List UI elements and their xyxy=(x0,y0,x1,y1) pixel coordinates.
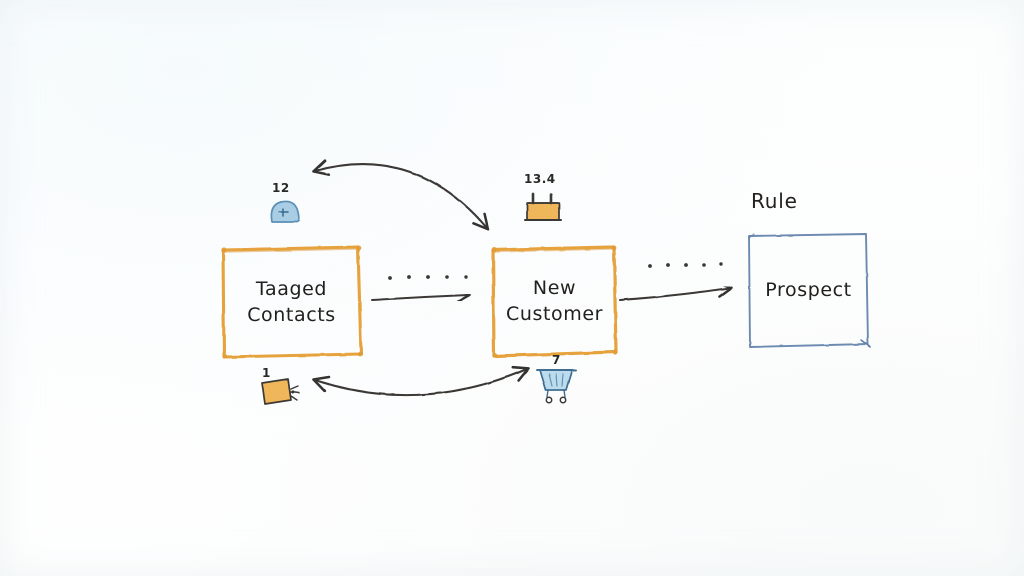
connector-dots-tagged-to-new xyxy=(388,275,468,280)
blue-blob-icon-label: 12 xyxy=(272,181,290,195)
orange-tag-icon[interactable] xyxy=(261,378,300,405)
orange-plug-icon-label: 13.4 xyxy=(524,172,556,186)
node-prospect[interactable] xyxy=(748,233,870,348)
node-new-customer[interactable] xyxy=(492,247,618,357)
node-box-prospect[interactable] xyxy=(748,233,871,348)
blue-blob-icon[interactable] xyxy=(270,200,300,223)
connector-new-to-prospect[interactable] xyxy=(619,262,733,301)
node-box-new-customer[interactable] xyxy=(491,245,618,358)
node-box-tagged-contacts[interactable] xyxy=(221,245,363,359)
orange-plug-icon[interactable] xyxy=(524,192,562,221)
blue-cart-icon[interactable] xyxy=(536,369,577,404)
connector-tagged-to-new[interactable] xyxy=(371,275,471,304)
rule-label: Rule xyxy=(751,189,798,213)
connector-dots-new-to-prospect xyxy=(648,262,723,268)
node-tagged-contacts[interactable] xyxy=(222,247,362,358)
blue-cart-icon-label: 7 xyxy=(552,353,561,367)
connector-top-return-curve[interactable] xyxy=(312,159,490,231)
connector-bottom-return-curve[interactable] xyxy=(312,365,530,397)
orange-tag-icon-label: 1 xyxy=(262,366,271,380)
